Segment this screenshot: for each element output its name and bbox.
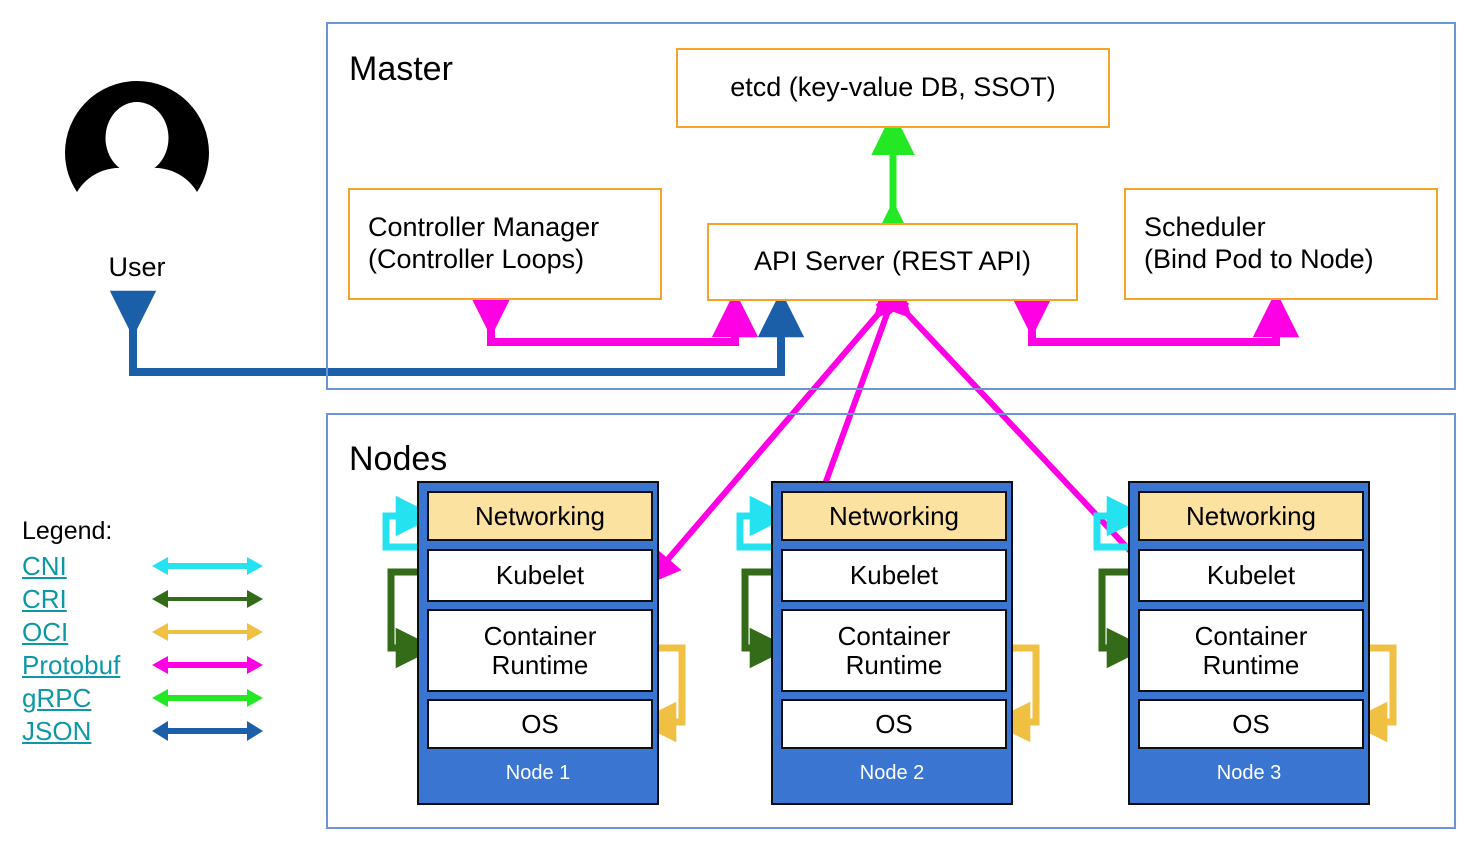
nodes-group-frame	[326, 413, 1456, 829]
node-card-1[interactable]: Networking Kubelet Container Runtime OS …	[417, 481, 659, 805]
master-group-frame	[326, 22, 1456, 390]
legend-item-cri[interactable]: CRI	[22, 582, 272, 615]
legend-arrow-oci	[152, 622, 263, 641]
node-1-container-runtime-layer[interactable]: Container Runtime	[427, 609, 653, 692]
node-card-3[interactable]: Networking Kubelet Container Runtime OS …	[1128, 481, 1370, 805]
node-3-kubelet-layer[interactable]: Kubelet	[1138, 549, 1364, 602]
user-avatar-icon	[65, 81, 209, 192]
legend-item-grpc[interactable]: gRPC	[22, 681, 272, 714]
node-1-networking-layer[interactable]: Networking	[427, 491, 653, 541]
legend-label-cni[interactable]: CNI	[22, 550, 67, 581]
legend-arrow-grpc	[152, 688, 263, 707]
master-group-title: Master	[349, 50, 453, 88]
user-label: User	[108, 252, 166, 282]
legend-arrow-protobuf	[152, 655, 263, 674]
legend-item-protobuf[interactable]: Protobuf	[22, 648, 272, 681]
node-1-os-layer[interactable]: OS	[427, 699, 653, 749]
legend-label-json[interactable]: JSON	[22, 715, 92, 746]
legend: Legend: CNI CRI OCI Protobuf	[22, 519, 272, 747]
controller-manager-box[interactable]: Controller Manager (Controller Loops)	[348, 188, 662, 300]
node-2-container-runtime-layer[interactable]: Container Runtime	[781, 609, 1007, 692]
node-2-label: Node 2	[859, 762, 925, 784]
node-card-2[interactable]: Networking Kubelet Container Runtime OS …	[771, 481, 1013, 805]
legend-label-cri[interactable]: CRI	[22, 583, 67, 614]
node-1-kubelet-layer[interactable]: Kubelet	[427, 549, 653, 602]
legend-item-cni[interactable]: CNI	[22, 549, 272, 582]
node-3-container-runtime-layer[interactable]: Container Runtime	[1138, 609, 1364, 692]
node-2-networking-layer[interactable]: Networking	[781, 491, 1007, 541]
legend-arrow-cri	[152, 589, 263, 608]
scheduler-box[interactable]: Scheduler (Bind Pod to Node)	[1124, 188, 1438, 300]
legend-item-json[interactable]: JSON	[22, 714, 272, 747]
legend-arrow-json	[152, 720, 263, 741]
legend-arrow-cni	[152, 556, 263, 575]
legend-title: Legend:	[22, 517, 113, 545]
legend-label-grpc[interactable]: gRPC	[22, 682, 92, 713]
api-server-box[interactable]: API Server (REST API)	[707, 223, 1078, 301]
legend-label-protobuf[interactable]: Protobuf	[22, 649, 121, 680]
legend-item-oci[interactable]: OCI	[22, 615, 272, 648]
node-1-label: Node 1	[505, 762, 571, 784]
node-2-kubelet-layer[interactable]: Kubelet	[781, 549, 1007, 602]
node-3-label: Node 3	[1216, 762, 1282, 784]
etcd-box[interactable]: etcd (key-value DB, SSOT)	[676, 48, 1110, 128]
node-2-os-layer[interactable]: OS	[781, 699, 1007, 749]
legend-label-oci[interactable]: OCI	[22, 616, 69, 647]
nodes-group-title: Nodes	[349, 440, 448, 478]
node-3-os-layer[interactable]: OS	[1138, 699, 1364, 749]
node-3-networking-layer[interactable]: Networking	[1138, 491, 1364, 541]
